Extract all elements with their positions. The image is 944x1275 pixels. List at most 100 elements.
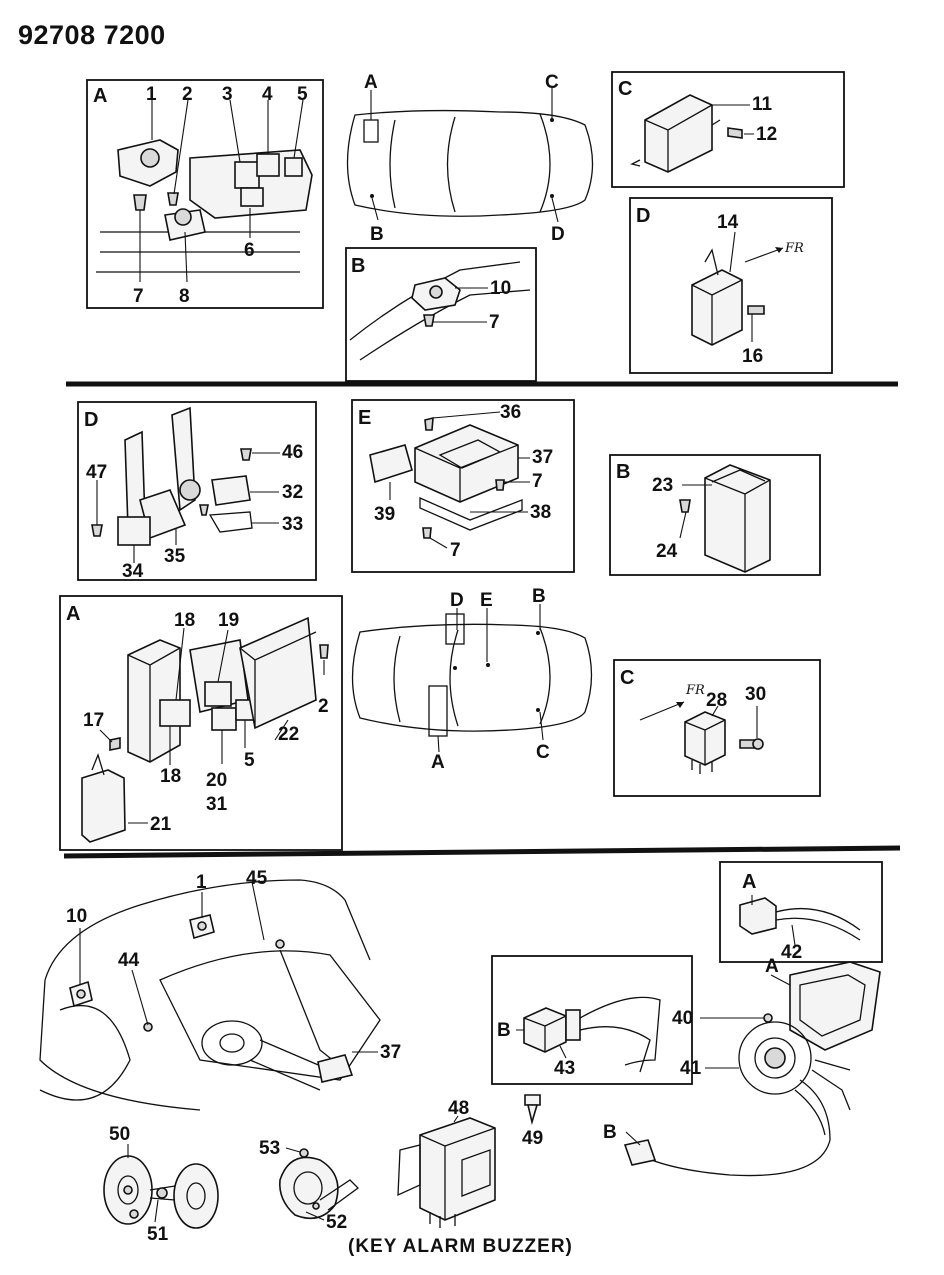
callout-19: 19 (218, 610, 239, 631)
callout-1: 1 (146, 84, 157, 105)
box-letter-b-mid: B (616, 461, 630, 483)
detail-box-a-connector (719, 861, 883, 963)
callout-50: 50 (109, 1124, 130, 1145)
box-letter-b: B (351, 255, 365, 277)
clock-spring-label-a: A (765, 956, 779, 977)
detail-box-b-mid (609, 454, 821, 576)
callout-5: 5 (297, 84, 308, 105)
connector-label-b: B (497, 1020, 511, 1041)
detail-box-d-mid (77, 401, 317, 581)
relay-bracket-assembly (96, 139, 313, 273)
callout-14: 14 (717, 212, 739, 233)
callout-6: 6 (244, 240, 255, 261)
callout-1-c: 1 (196, 872, 207, 893)
callout-12: 12 (756, 124, 777, 145)
box-letter-a-mid: A (66, 603, 80, 625)
pad-connector-label-a: A (742, 871, 756, 893)
callout-16: 16 (742, 346, 763, 367)
callout-10: 10 (490, 278, 511, 299)
detail-box-e (351, 399, 575, 573)
car2-label-d: D (450, 590, 464, 611)
callout-28: 28 (706, 690, 727, 711)
callout-30: 30 (745, 684, 766, 705)
detail-box-c-top (611, 71, 845, 188)
callout-33: 33 (282, 514, 303, 535)
callout-22: 22 (278, 724, 299, 745)
fr-label-c: FR (685, 683, 705, 698)
box-letter-c-mid: C (620, 667, 634, 689)
callout-53: 53 (259, 1138, 280, 1159)
bracket-b-drawing (349, 261, 531, 361)
callout-2: 2 (182, 84, 193, 105)
callout-10-c: 10 (66, 906, 87, 927)
box-letter-a: A (93, 85, 107, 107)
section-divider-2 (63, 845, 901, 859)
detail-box-a-top (86, 79, 324, 309)
detail-box-b-top (345, 247, 537, 382)
callout-7-d: 7 (450, 540, 461, 561)
callout-5-b: 5 (244, 750, 255, 771)
callout-51: 51 (147, 1224, 169, 1245)
box-letter-d-mid: D (84, 409, 98, 431)
callout-4: 4 (262, 84, 273, 105)
callout-18: 18 (174, 610, 195, 631)
callout-43: 43 (554, 1058, 575, 1079)
detail-box-a-mid (59, 595, 343, 851)
relay-box-assembly-a (81, 616, 329, 843)
callout-48: 48 (448, 1098, 469, 1119)
callout-46: 46 (282, 442, 303, 463)
callout-44: 44 (118, 950, 140, 971)
callout-7-c: 7 (532, 471, 543, 492)
callout-36: 36 (500, 402, 521, 423)
connector-42-drawing (739, 897, 861, 941)
callout-39: 39 (374, 504, 395, 525)
callout-18-b: 18 (160, 766, 181, 787)
car1-label-a: A (364, 72, 378, 93)
car2-label-e: E (480, 590, 493, 611)
horn-52-drawing (278, 1148, 359, 1220)
callout-24: 24 (656, 541, 678, 562)
callout-40: 40 (672, 1008, 693, 1029)
vehicle-top-view-1 (346, 109, 594, 217)
document-number: 92708 7200 (18, 20, 166, 50)
callout-52: 52 (326, 1212, 347, 1233)
detail-box-b-connector (491, 955, 693, 1085)
callout-37-c: 37 (380, 1042, 401, 1063)
callout-21: 21 (150, 814, 172, 835)
callout-41: 41 (680, 1058, 702, 1079)
clock-spring-label-b: B (603, 1122, 617, 1143)
module-11-drawing (630, 94, 743, 173)
callout-42: 42 (781, 942, 802, 963)
box-letter-d: D (636, 205, 650, 227)
buzzer-48-drawing (397, 1117, 496, 1228)
callout-17: 17 (83, 710, 104, 731)
callout-31: 31 (206, 794, 228, 815)
fr-label-d: FR (784, 241, 804, 256)
car2-label-c: C (536, 742, 550, 763)
key-alarm-buzzer-caption: (KEY ALARM BUZZER) (348, 1236, 573, 1257)
callout-2-b: 2 (318, 696, 329, 717)
callout-45: 45 (246, 868, 268, 889)
callout-7-b: 7 (489, 312, 500, 333)
clock-spring-41-drawing (623, 961, 881, 1177)
vehicle-interior-cutaway (39, 879, 381, 1111)
screw-49-drawing (524, 1094, 541, 1126)
car1-label-d: D (551, 224, 565, 245)
control-unit-37-drawing (369, 416, 523, 539)
box-letter-e: E (358, 407, 371, 429)
callout-23: 23 (652, 475, 673, 496)
callout-8: 8 (179, 286, 190, 307)
callout-7: 7 (133, 286, 144, 307)
callout-37: 37 (532, 447, 553, 468)
bracket-assembly-d (91, 406, 253, 546)
callout-47: 47 (86, 462, 107, 483)
horns-50-drawing (103, 1155, 219, 1229)
relay-14-drawing (691, 248, 765, 346)
callout-49: 49 (522, 1128, 543, 1149)
vehicle-top-view-2 (351, 613, 593, 737)
car1-label-c: C (545, 72, 559, 93)
box-letter-c: C (618, 78, 632, 100)
detail-box-d-top (629, 197, 833, 374)
